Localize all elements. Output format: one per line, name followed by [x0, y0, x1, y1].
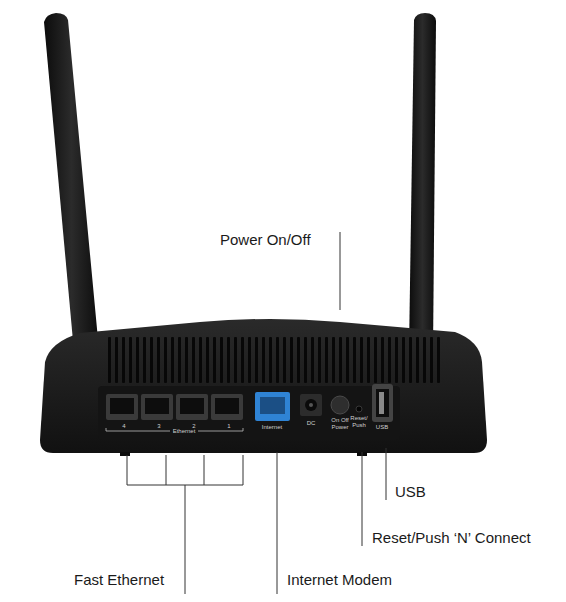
callout-label: Power On/Off: [220, 231, 311, 248]
callout-label: Fast Ethernet: [74, 571, 164, 588]
port-label: USB: [376, 424, 388, 431]
reset-hole: [356, 406, 362, 412]
vent-slots: [108, 337, 440, 383]
ethernet-ports: [106, 394, 243, 420]
port-label: DC: [307, 420, 316, 427]
router-body: [40, 319, 487, 453]
port-label: Internet: [262, 424, 282, 431]
port-number: 3: [157, 423, 160, 430]
internet-port: [255, 392, 290, 421]
port-panel: [98, 386, 400, 440]
port-number: 4: [122, 423, 125, 430]
button-label: Power: [331, 424, 348, 431]
antenna: [409, 13, 436, 350]
button-label: On Off: [331, 417, 349, 424]
callout-label: Internet Modem: [287, 571, 392, 588]
port-number: 2: [192, 423, 195, 430]
callout-label: Reset/Push ‘N’ Connect: [372, 529, 531, 546]
callout-label: USB: [395, 483, 426, 500]
button-label: Reset/: [350, 415, 367, 422]
usb-port: [372, 384, 393, 422]
antenna: [44, 13, 99, 352]
port-group-label: Ethernet: [173, 428, 196, 435]
port-number: 1: [227, 423, 230, 430]
power-button: [331, 396, 349, 414]
leader-lines: [127, 232, 386, 594]
button-label: Push: [352, 422, 366, 429]
dc-jack: [300, 394, 322, 416]
